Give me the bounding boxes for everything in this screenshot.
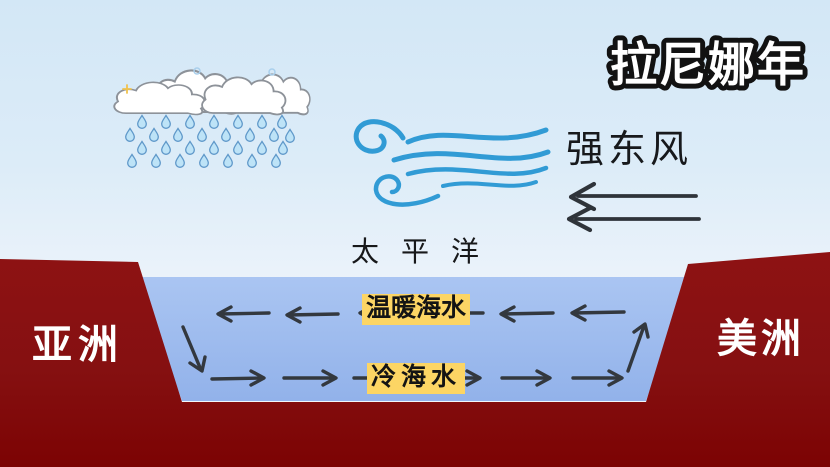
cold-water-label: 冷海水 — [367, 363, 466, 394]
sparkle-icon — [122, 84, 132, 94]
wind-swirl-icon — [353, 119, 551, 207]
warm-water-label: 温暖海水 — [362, 294, 471, 325]
continent-america-label: 美洲 — [717, 317, 805, 361]
downwelling-arrow — [181, 325, 207, 373]
diagram-title: 拉尼娜年 — [610, 38, 806, 91]
continent-asia-label: 亚洲 — [32, 323, 124, 367]
double-left-arrow-icon — [566, 181, 701, 233]
landmass — [0, 252, 830, 467]
rain-cloud-icon — [113, 67, 311, 168]
raindrops — [125, 114, 295, 168]
upwelling-arrow — [626, 322, 650, 373]
ocean-name-label: 太平洋 — [351, 236, 502, 267]
east-wind-label: 强东风 — [566, 129, 693, 171]
ocean-water — [138, 277, 690, 401]
